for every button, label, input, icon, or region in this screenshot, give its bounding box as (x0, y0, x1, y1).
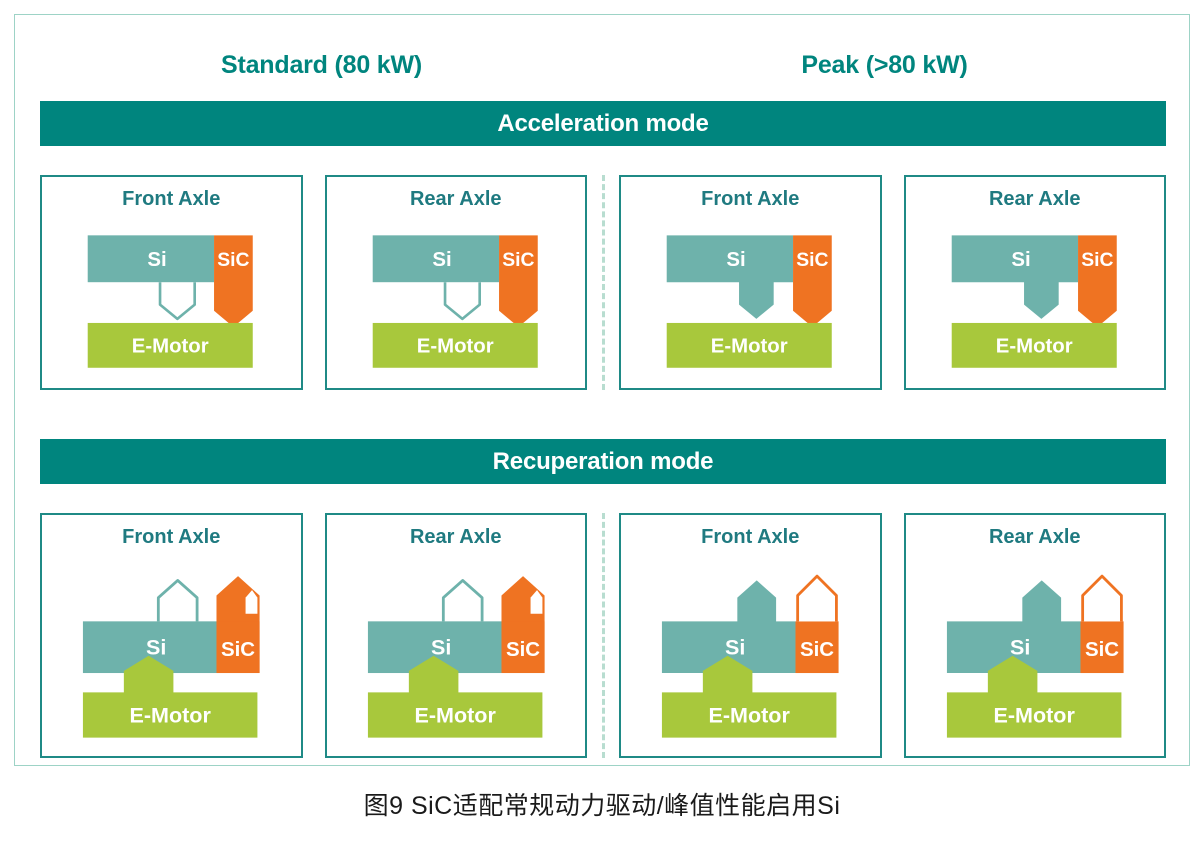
schematic-recuperation-peak-rear: Si SiC E-Motor (906, 555, 1165, 748)
svg-text:E-Motor: E-Motor (132, 335, 209, 357)
panel-recuperation-peak-front[interactable]: Front Axle Si SiC E-Motor (619, 513, 882, 758)
svg-text:E-Motor: E-Motor (709, 704, 791, 728)
panel-group-peak-recuperation: Front Axle Si SiC E-Motor Rear Axle Si SiC E… (619, 513, 1166, 758)
column-divider-acceleration (587, 175, 619, 390)
mode-band-recuperation: Recuperation mode (40, 439, 1166, 484)
divider-dashed-line (601, 513, 605, 758)
svg-text:SiC: SiC (221, 638, 255, 661)
svg-text:Si: Si (146, 636, 166, 660)
figure-outer-frame: Standard (80 kW) Peak (>80 kW) Accelerat… (14, 14, 1190, 766)
svg-text:E-Motor: E-Motor (995, 335, 1072, 357)
column-header-standard: Standard (80 kW) (221, 50, 422, 79)
schematic-acceleration-standard-front: Si SiC E-Motor (42, 217, 301, 380)
column-header-peak: Peak (>80 kW) (801, 50, 968, 79)
panel-group-standard-recuperation: Front Axle Si SiC E-Motor Rear Axle Si SiC E… (40, 513, 587, 758)
svg-text:E-Motor: E-Motor (416, 335, 493, 357)
mode-band-acceleration: Acceleration mode (40, 101, 1166, 146)
panel-acceleration-standard-rear[interactable]: Rear Axle Si SiC E-Motor (324, 175, 587, 390)
schematic-acceleration-peak-rear: Si SiC E-Motor (906, 217, 1165, 380)
svg-text:E-Motor: E-Motor (130, 704, 212, 728)
panel-title: Rear Axle (409, 526, 502, 548)
svg-text:SiC: SiC (1081, 249, 1113, 271)
svg-text:SiC: SiC (796, 249, 828, 271)
panel-title: Front Axle (122, 526, 221, 548)
panel-row-acceleration: Front Axle Si SiC E-Motor Rear Axle Si SiC E… (40, 175, 1166, 390)
panel-title: Front Axle (701, 526, 800, 548)
panel-title: Front Axle (122, 188, 221, 210)
svg-text:E-Motor: E-Motor (711, 335, 788, 357)
panel-recuperation-peak-rear[interactable]: Rear Axle Si SiC E-Motor (903, 513, 1166, 758)
svg-text:Si: Si (430, 636, 450, 660)
schematic-recuperation-peak-front: Si SiC E-Motor (621, 555, 880, 748)
panel-title: Front Axle (701, 188, 800, 210)
svg-text:E-Motor: E-Motor (414, 704, 496, 728)
panel-recuperation-standard-rear[interactable]: Rear Axle Si SiC E-Motor (324, 513, 587, 758)
panel-acceleration-standard-front[interactable]: Front Axle Si SiC E-Motor (40, 175, 303, 390)
svg-text:SiC: SiC (1084, 638, 1118, 661)
schematic-recuperation-standard-front: Si SiC E-Motor (42, 555, 301, 748)
figure-caption: 图9 SiC适配常规动力驱动/峰值性能启用Si (363, 792, 841, 820)
panel-title: Rear Axle (409, 188, 502, 210)
panel-title: Rear Axle (988, 188, 1081, 210)
svg-text:SiC: SiC (800, 638, 834, 661)
svg-text:SiC: SiC (217, 249, 249, 271)
schematic-acceleration-peak-front: Si SiC E-Motor (621, 217, 880, 380)
panel-acceleration-peak-rear[interactable]: Rear Axle Si SiC E-Motor (903, 175, 1166, 390)
panel-recuperation-standard-front[interactable]: Front Axle Si SiC E-Motor (40, 513, 303, 758)
svg-text:Si: Si (726, 249, 745, 271)
panel-title: Rear Axle (988, 526, 1081, 548)
divider-dashed-line (601, 175, 605, 390)
panel-acceleration-peak-front[interactable]: Front Axle Si SiC E-Motor (619, 175, 882, 390)
svg-text:Si: Si (725, 636, 745, 660)
svg-text:SiC: SiC (502, 249, 534, 271)
svg-text:Si: Si (147, 249, 166, 271)
panel-row-recuperation: Front Axle Si SiC E-Motor Rear Axle Si SiC E… (40, 513, 1166, 758)
schematic-recuperation-standard-rear: Si SiC E-Motor (327, 555, 586, 748)
column-divider-recuperation (587, 513, 619, 758)
svg-text:SiC: SiC (505, 638, 539, 661)
panel-group-standard-acceleration: Front Axle Si SiC E-Motor Rear Axle Si SiC E… (40, 175, 587, 390)
schematic-acceleration-standard-rear: Si SiC E-Motor (327, 217, 586, 380)
column-header-row: Standard (80 kW) Peak (>80 kW) (40, 43, 1166, 87)
svg-text:Si: Si (1011, 249, 1030, 271)
panel-group-peak-acceleration: Front Axle Si SiC E-Motor Rear Axle Si SiC E… (619, 175, 1166, 390)
svg-text:Si: Si (1009, 636, 1029, 660)
svg-text:Si: Si (432, 249, 451, 271)
svg-text:E-Motor: E-Motor (993, 704, 1075, 728)
